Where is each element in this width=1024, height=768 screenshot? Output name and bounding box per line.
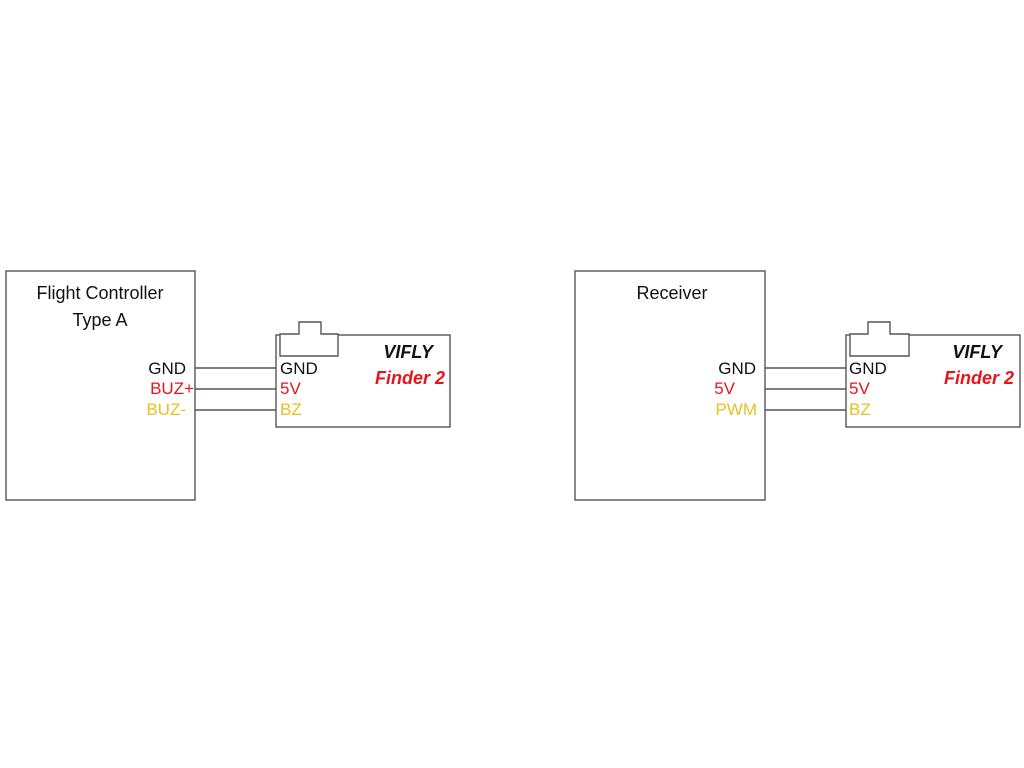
receiver-pin-pwm: PWM — [715, 400, 757, 419]
receiver-pin-gnd: GND — [718, 359, 756, 378]
finder-pin-gnd: GND — [849, 359, 887, 378]
receiver-title: Receiver — [636, 283, 707, 303]
finder-connector-tab — [279, 321, 339, 357]
receiver-pin-5v: 5V — [714, 379, 735, 398]
flight-controller-title-line1: Flight Controller — [36, 283, 163, 303]
finder-connector-tab — [849, 321, 910, 357]
finder-pin-gnd: GND — [280, 359, 318, 378]
flight-controller-box — [5, 270, 196, 501]
finder-module-box — [275, 334, 451, 428]
flight-controller-pin-buz-minus: BUZ- — [146, 400, 186, 419]
finder-brand-name: VIFLY — [952, 342, 1004, 362]
left-wiring-diagram: Flight Controller Type A GND BUZ+ BUZ- G… — [5, 270, 451, 501]
finder-pin-bz: BZ — [280, 400, 302, 419]
finder-pin-5v: 5V — [280, 379, 301, 398]
flight-controller-title-line2: Type A — [72, 310, 127, 330]
right-wiring-diagram: Receiver GND 5V PWM GND 5V BZ VIFLY Find… — [574, 270, 1021, 501]
finder-model-name: Finder 2 — [375, 368, 445, 388]
receiver-box — [574, 270, 766, 501]
finder-brand-name: VIFLY — [383, 342, 435, 362]
finder-pin-5v: 5V — [849, 379, 870, 398]
flight-controller-pin-buz-plus: BUZ+ — [150, 379, 194, 398]
flight-controller-pin-gnd: GND — [148, 359, 186, 378]
finder-model-name: Finder 2 — [944, 368, 1014, 388]
finder-pin-bz: BZ — [849, 400, 871, 419]
